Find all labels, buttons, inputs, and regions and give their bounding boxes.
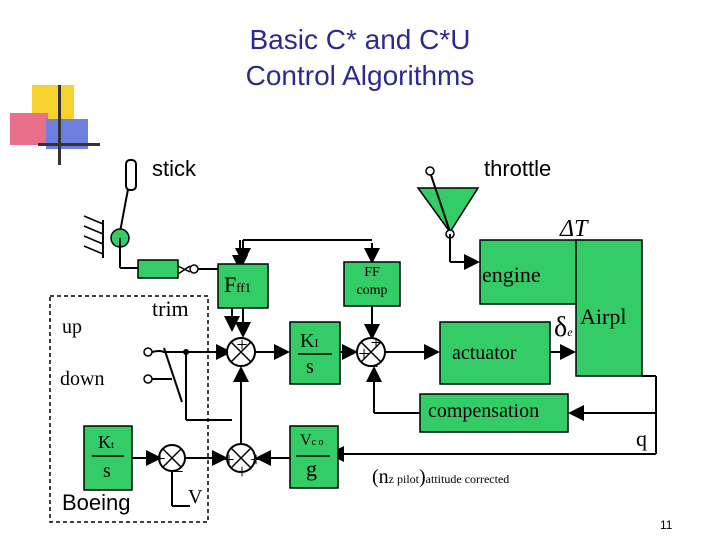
svg-text:+: + [154,448,165,470]
throttle-lever [429,171,451,233]
svg-text:+: + [250,449,261,471]
compensation-label: compensation [428,400,540,422]
vco-denominator: g [306,456,317,481]
ki-numerator: KI [300,330,319,352]
delta-t-label: ΔT [560,216,588,242]
slide-title: Basic C* and C*U Control Algorithms [0,22,720,94]
airplane-block [575,239,643,377]
actuator-block [439,321,551,385]
ff-comp-label: FF comp [344,264,400,300]
svg-text:−: − [172,461,183,483]
svg-text:+: + [370,332,381,354]
up-label: up [62,316,82,338]
engine-label: engine [482,262,541,287]
summing-junction-icon: + + − [356,332,386,378]
throttle-label: throttle [484,156,552,181]
delta-e-symbol: δ [554,312,568,343]
title-line-1: Basic C* and C*U [249,24,471,55]
kt-numerator: Kt [98,432,115,452]
logo-horizontal-line [38,143,100,146]
svg-text:−: − [237,355,248,377]
kt-denominator: s [103,460,111,482]
v-label: V [188,486,203,508]
fff1-main: F [224,272,237,297]
logo-red-square [10,113,48,145]
title-line-2: Control Algorithms [245,60,475,91]
throttle-mechanism [416,166,480,270]
ff-comp-line1: FF [364,265,380,280]
actuator-label: actuator [452,342,517,364]
q-label: q [636,426,647,451]
ff-comp-line2: comp [356,283,388,298]
ki-block [289,321,341,385]
delta-e-subscript: e [567,325,573,339]
logo [10,85,100,165]
kt-block [83,425,133,491]
svg-text:+: + [223,449,234,471]
stick-label: stick [152,156,196,181]
fff1-block [217,263,269,309]
stick-grip [125,159,137,191]
svg-text:+: + [358,343,369,365]
logo-vertical-line [58,85,61,165]
fff1-sub: ff1 [236,280,252,295]
boeing-label: Boeing [62,490,131,515]
summing-junction-icon: + + + [223,443,262,483]
vco-numerator: Vc o [300,432,324,449]
ff-comp-block [343,261,401,307]
airpl-label: Airpl [580,304,627,329]
vco-block [289,425,339,489]
summing-junction-icon: + − [154,444,186,483]
trim-lever [143,347,232,421]
compensation-block [419,393,569,433]
svg-text:+: + [236,461,247,483]
throttle-wedge [416,187,480,234]
pilot-input-box [49,295,209,523]
svg-text:+: + [236,334,247,356]
nz-pilot-label: (nz pilot)attitude corrected [372,466,510,488]
down-label: down [60,368,105,390]
fff1-label: Fff1 [224,272,251,298]
delta-e-label: δe [554,312,573,344]
ki-denominator: s [306,356,314,378]
engine-block [479,239,581,305]
page-number: 11 [660,518,673,532]
trim-label: trim [152,296,189,321]
